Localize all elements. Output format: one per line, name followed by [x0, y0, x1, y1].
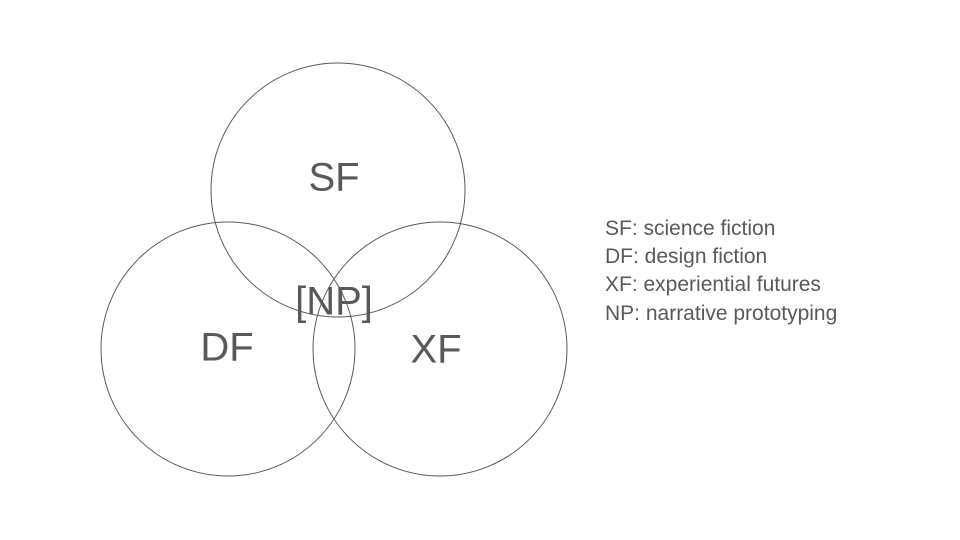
legend-item-xf: XF: experiential futures: [605, 273, 821, 296]
label-df: DF: [200, 326, 253, 370]
circle-xf: [312, 221, 568, 477]
legend-item-df: DF: design fiction: [605, 245, 767, 268]
circle-df: [100, 221, 356, 477]
label-intersection-np: [NP]: [295, 280, 373, 324]
venn-circles: [100, 62, 568, 477]
circle-sf: [210, 62, 466, 318]
venn-labels: SF DF XF [NP]: [200, 156, 461, 372]
label-xf: XF: [410, 328, 461, 372]
label-sf: SF: [308, 156, 359, 200]
legend-item-sf: SF: science fiction: [605, 217, 775, 240]
legend-item-np: NP: narrative prototyping: [605, 302, 837, 325]
legend: SF: science fiction DF: design fiction X…: [605, 217, 837, 325]
